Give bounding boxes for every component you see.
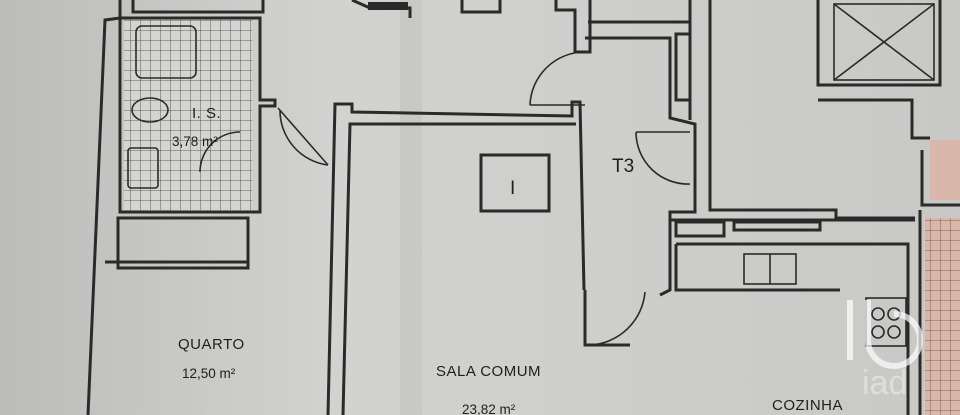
hall-area: T3 [529, 0, 697, 347]
iad-watermark-logo: iad [847, 300, 924, 402]
pink-tile-area [925, 218, 960, 415]
wc-door-arc [199, 131, 241, 173]
wardrobe [116, 216, 250, 270]
wc-name: I. S. [192, 105, 221, 122]
sala-area: 23,82 m² [462, 402, 516, 415]
corridor-door [277, 107, 329, 166]
wc-area: 3,78 m² [172, 134, 218, 149]
quarto-area: 12,50 m² [182, 366, 236, 381]
stairwell [708, 0, 960, 220]
sala-name: SALA COMUM [436, 363, 541, 380]
bathtub-icon [135, 25, 197, 79]
toilet-icon [131, 97, 169, 123]
paper-fold-shadow [400, 0, 422, 415]
watermark-text: iad [862, 364, 907, 402]
cozinha-name: COZINHA [772, 397, 843, 414]
sink-icon [127, 147, 159, 189]
unit-type-label: T3 [612, 156, 634, 177]
wc-room: I. S. 3,78 m² [118, 16, 277, 214]
sala-room: I SALA COMUM 23,82 m² [326, 100, 586, 415]
quarto-name: QUARTO [178, 336, 245, 353]
quarto-room: QUARTO 12,50 m² [105, 260, 248, 381]
left-outer-wall [86, 0, 265, 415]
cozinha-room: COZINHA [670, 218, 915, 415]
window-box [479, 153, 551, 213]
window-marker: I [510, 178, 515, 199]
